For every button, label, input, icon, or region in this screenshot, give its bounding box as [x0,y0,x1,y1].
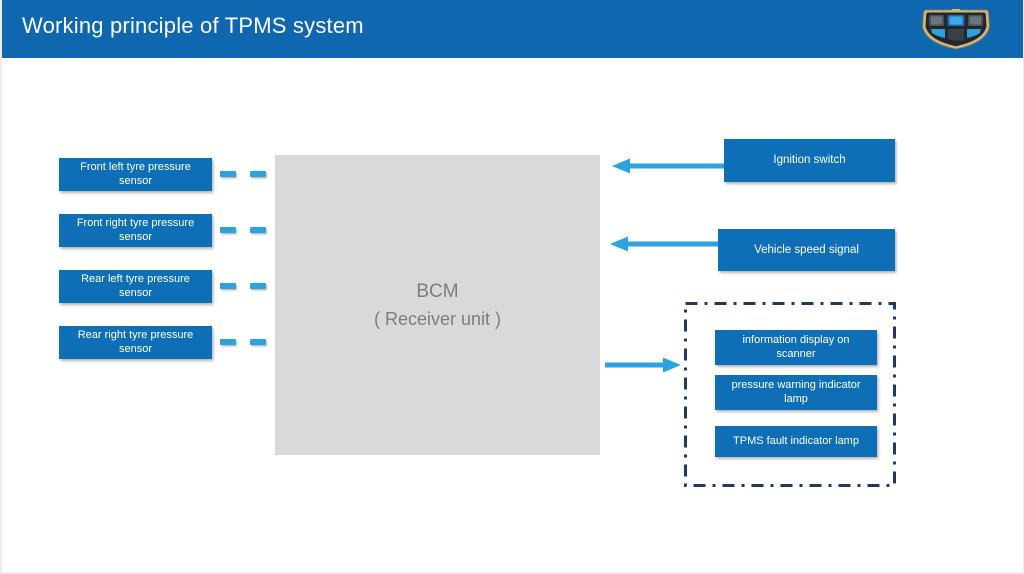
arrow-right-outputs [605,355,681,380]
box-rear-left-sensor: Rear left tyre pressure sensor [59,270,212,303]
box-label: Front right tyre pressure sensor [76,216,195,243]
rf-dash-connector [220,171,236,177]
box-label: TPMS fault indicator lamp [733,434,859,447]
box-label: Ignition switch [773,154,846,167]
bcm-title: BCM [416,280,459,302]
bcm-subtitle: ( Receiver unit ) [373,308,502,329]
rf-dash-connector [250,339,266,345]
box-label: Rear left tyre pressure sensor [81,272,190,299]
rf-dash-connector [250,283,266,289]
diagram-canvas: Front left tyre pressure sensor Front ri… [2,58,1023,572]
arrow-left-vehicle-speed [610,234,718,259]
geely-logo-icon [918,7,994,51]
dash-dot-border [684,302,896,487]
box-label: pressure warning indicator lamp [731,378,861,405]
box-pressure-warning-lamp: pressure warning indicator lamp [715,375,877,410]
header-bar: Working principle of TPMS system [2,0,1023,58]
box-label: information display on scanner [742,333,850,360]
box-front-left-sensor: Front left tyre pressure sensor [59,158,212,191]
box-label: Front left tyre pressure sensor [80,160,191,187]
box-information-display: information display on scanner [715,330,877,365]
box-ignition-switch: Ignition switch [724,139,895,182]
rf-dash-connector [220,339,236,345]
box-label: Vehicle speed signal [754,243,859,256]
box-tpms-fault-lamp: TPMS fault indicator lamp [715,426,877,457]
rf-dash-connector [250,171,266,177]
box-front-right-sensor: Front right tyre pressure sensor [59,214,212,247]
arrow-left-ignition [612,156,724,181]
box-vehicle-speed-signal: Vehicle speed signal [718,229,895,271]
box-label: Rear right tyre pressure sensor [77,328,194,355]
output-group [684,302,896,487]
rf-dash-connector [250,227,266,233]
box-bcm-receiver: BCM ( Receiver unit ) [275,155,600,455]
rf-dash-connector [220,283,236,289]
rf-dash-connector [220,227,236,233]
box-rear-right-sensor: Rear right tyre pressure sensor [59,326,212,359]
page-title: Working principle of TPMS system [22,13,364,38]
